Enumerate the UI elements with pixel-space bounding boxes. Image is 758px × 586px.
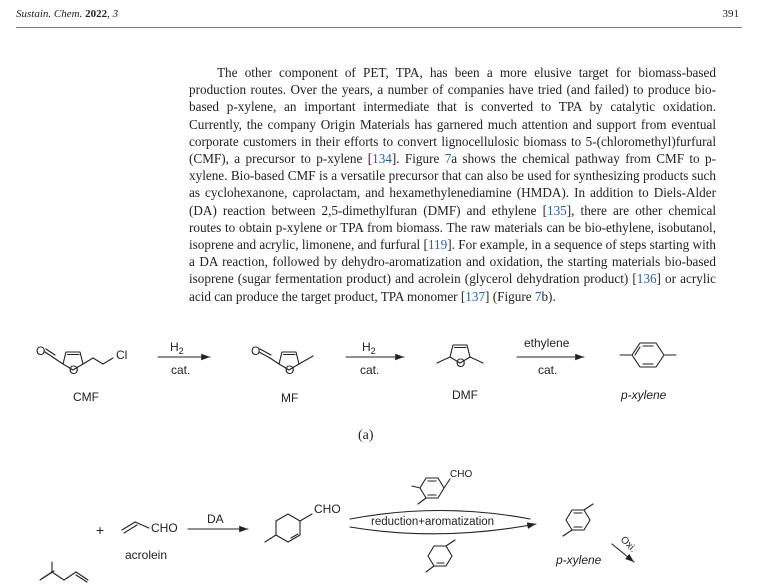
cat-label-2: cat. <box>360 363 379 377</box>
adduct-cho-label: CHO <box>314 502 341 516</box>
reduction-aromatization-label: reduction+aromatization <box>371 516 494 528</box>
reduction-lower-arc <box>349 522 537 535</box>
benzaldehyde-structure <box>411 477 451 505</box>
reduction-upper-arc <box>349 509 531 520</box>
dmf-structure <box>436 344 484 364</box>
page-number: 391 <box>722 8 740 20</box>
citation-link-135[interactable]: 135 <box>546 202 567 218</box>
isoprene-structure <box>39 561 89 583</box>
journal-citation: Sustain. Chem. 2022, 3 <box>16 8 119 20</box>
dmf-ring-oxygen: O <box>456 356 465 370</box>
body-paragraph: The other component of PET, TPA, has bee… <box>189 65 717 304</box>
cat-label-3: cat. <box>538 363 557 377</box>
header-rule <box>16 27 742 28</box>
citation-link-119[interactable]: 119 <box>427 237 448 253</box>
chlorine-label: Cl <box>116 348 127 362</box>
h2-label-2: H2 <box>362 340 376 356</box>
dmf-label: DMF <box>452 388 478 402</box>
cyclohexadiene-structure <box>425 539 456 573</box>
h2-label-1: H2 <box>170 340 184 356</box>
citation-link-137[interactable]: 137 <box>465 288 486 304</box>
acrolein-label: acrolein <box>125 548 167 562</box>
aldehyde-cho-label: CHO <box>450 469 472 480</box>
cyclohexene-adduct-structure <box>264 513 313 543</box>
cmf-ring-oxygen: O <box>69 363 78 377</box>
figure-link-7a[interactable]: 7 <box>444 151 452 167</box>
panel-label-a: (a) <box>358 428 374 443</box>
ethylene-label: ethylene <box>524 336 570 350</box>
arrow-oxidation <box>611 543 635 563</box>
mf-structure <box>258 348 314 371</box>
figure-link-7b[interactable]: 7 <box>534 288 542 304</box>
citation-link-136[interactable]: 136 <box>636 271 657 287</box>
cmf-structure <box>44 348 114 371</box>
plus-sign: + <box>96 522 104 538</box>
da-label: DA <box>207 512 224 526</box>
p-xylene-structure <box>619 342 677 368</box>
running-header: Sustain. Chem. 2022, 3 391 <box>16 8 742 26</box>
acrolein-structure <box>121 521 150 534</box>
p-xylene-label: p-xylene <box>620 388 667 402</box>
mf-ring-oxygen: O <box>285 363 294 377</box>
mf-label: MF <box>281 391 298 405</box>
cmf-oxygen-label: O <box>36 344 45 358</box>
cmf-label: CMF <box>73 390 99 404</box>
p-xylene-structure-b <box>562 503 594 537</box>
acrolein-cho-label: CHO <box>151 521 178 535</box>
mf-oxygen-label: O <box>251 344 260 358</box>
p-xylene-label-b: p-xylene <box>555 553 602 567</box>
cat-label-1: cat. <box>171 363 190 377</box>
citation-link-134[interactable]: 134 <box>372 151 392 167</box>
